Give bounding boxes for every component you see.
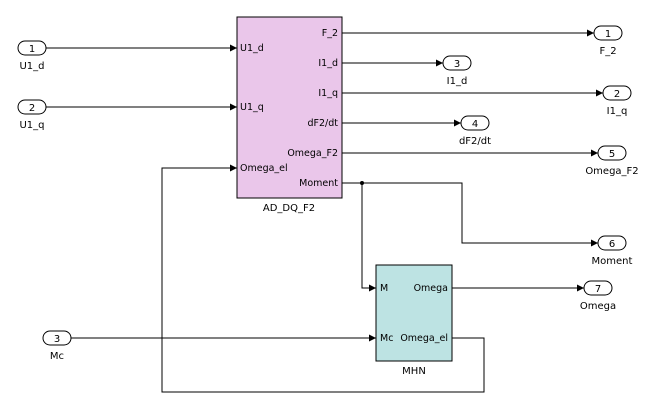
outport-2[interactable]: 2 I1_q [602, 85, 632, 117]
wire-omega-el-feedback [161, 164, 485, 393]
outport-6-label: Moment [592, 256, 633, 267]
outport-5[interactable]: 5 Omega_F2 [585, 145, 639, 177]
port-omega-label: Omega [414, 283, 448, 294]
outport-7[interactable]: 7 Omega [580, 280, 616, 312]
port-omega-el-out-label: Omega_el [400, 333, 448, 344]
port-omega-f2-label: Omega_F2 [287, 148, 338, 159]
outport-1-label: F_2 [599, 46, 616, 57]
block-name-ad-dq-f2: AD_DQ_F2 [263, 203, 315, 214]
mhn-body[interactable] [375, 264, 453, 362]
port-u1d-label: U1_d [240, 43, 264, 54]
outport-1[interactable]: 1 F_2 [593, 25, 623, 57]
block-mhn[interactable]: M Mc Omega Omega_el MHN [375, 264, 453, 377]
signal-wires [46, 29, 603, 393]
inport-3-label: Mc [50, 351, 64, 362]
outport-4[interactable]: 4 dF2/dt [459, 115, 491, 147]
inport-2-label: U1_q [19, 120, 44, 131]
inport-3[interactable]: 3 Mc [42, 330, 72, 362]
inport-1-oval[interactable] [17, 40, 47, 56]
outport-3-oval[interactable] [442, 55, 472, 71]
outport-5-label: Omega_F2 [585, 166, 638, 177]
port-f2-label: F_2 [322, 28, 338, 39]
outport-1-number: 1 [605, 29, 611, 40]
inport-1[interactable]: 1 U1_d [17, 40, 47, 72]
port-df2dt-label: dF2/dt [308, 118, 339, 129]
port-u1q-label: U1_q [240, 102, 264, 113]
port-moment-label: Moment [299, 178, 338, 189]
ad-dq-f2-body[interactable] [236, 16, 343, 199]
outport-3[interactable]: 3 I1_d [442, 55, 472, 87]
inport-1-label: U1_d [19, 61, 44, 72]
outport-3-number: 3 [454, 59, 460, 70]
block-ad-dq-f2[interactable]: U1_d U1_q Omega_el F_2 I1_d I1_q dF2/dt … [236, 16, 343, 214]
port-i1q-label: I1_q [318, 88, 338, 99]
inport-2-oval[interactable] [17, 99, 47, 115]
branch-point [360, 181, 364, 185]
inport-2-number: 2 [29, 103, 35, 114]
outport-7-label: Omega [580, 301, 616, 312]
outport-6-oval[interactable] [597, 235, 627, 251]
inport-2[interactable]: 2 U1_q [17, 99, 47, 131]
outport-2-label: I1_q [607, 106, 628, 117]
outport-4-oval[interactable] [460, 115, 490, 131]
outport-2-oval[interactable] [602, 85, 632, 101]
wire-moment [342, 182, 598, 247]
port-mc-label: Mc [380, 333, 393, 344]
port-m-label: M [380, 283, 388, 294]
outport-3-label: I1_d [447, 76, 468, 87]
inport-3-number: 3 [54, 334, 60, 345]
outport-4-number: 4 [472, 119, 478, 130]
outport-7-number: 7 [595, 284, 601, 295]
block-name-mhn: MHN [402, 366, 426, 377]
outport-6-number: 6 [609, 239, 615, 250]
outport-5-number: 5 [609, 149, 615, 160]
wire-moment-to-mhn [361, 183, 376, 292]
outport-7-oval[interactable] [583, 280, 613, 296]
inport-1-number: 1 [29, 44, 35, 55]
outport-5-oval[interactable] [597, 145, 627, 161]
outport-1-oval[interactable] [593, 25, 623, 41]
port-i1d-label: I1_d [318, 58, 338, 69]
inport-3-oval[interactable] [42, 330, 72, 346]
outport-2-number: 2 [614, 89, 620, 100]
outport-4-label: dF2/dt [459, 136, 491, 147]
outport-6[interactable]: 6 Moment [592, 235, 633, 267]
port-omega-el-label: Omega_el [240, 163, 288, 174]
